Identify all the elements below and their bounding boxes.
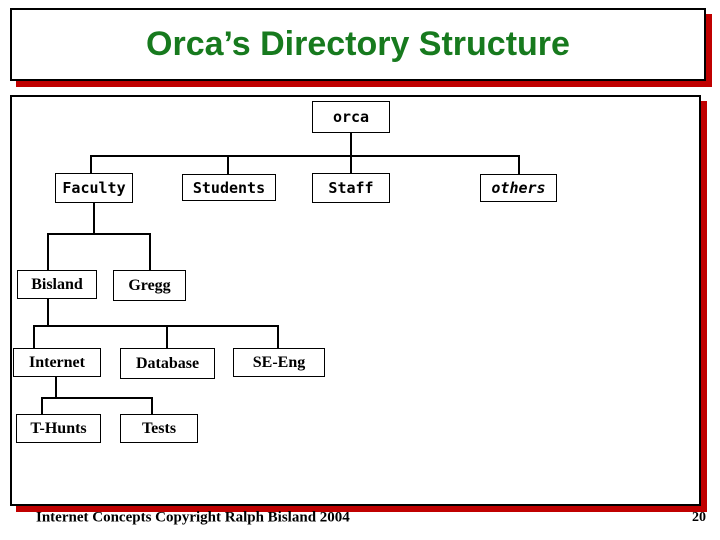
page-number: 20 xyxy=(692,510,706,525)
footer-copyright: Internet Concepts Copyright Ralph Bislan… xyxy=(36,509,350,526)
body-panel xyxy=(10,95,701,506)
page-title: Orca’s Directory Structure xyxy=(146,25,570,63)
title-panel: Orca’s Directory Structure xyxy=(10,8,706,81)
